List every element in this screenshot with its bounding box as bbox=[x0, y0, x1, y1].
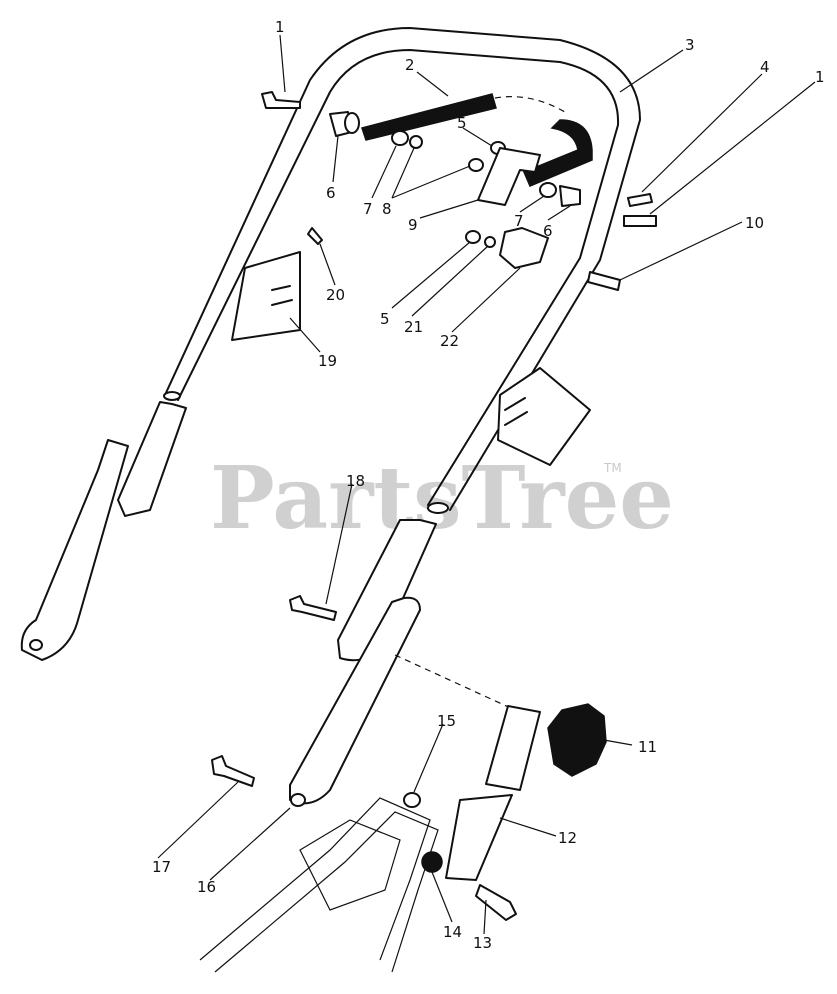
callout-7-right: 7 bbox=[514, 212, 524, 230]
callout-9: 9 bbox=[408, 216, 418, 234]
callout-10: 10 bbox=[745, 214, 764, 232]
upper-handle bbox=[163, 27, 641, 514]
watermark-text: PartsTree bbox=[210, 448, 674, 549]
callout-3: 3 bbox=[685, 36, 695, 54]
callout-7-left: 7 bbox=[363, 200, 373, 218]
callout-2: 2 bbox=[405, 56, 415, 74]
callout-19: 19 bbox=[318, 352, 337, 370]
callout-20: 20 bbox=[326, 286, 345, 304]
callout-5-top: 5 bbox=[457, 114, 467, 132]
callout-18: 18 bbox=[346, 472, 365, 490]
callout-16: 16 bbox=[197, 878, 216, 896]
callout-12: 12 bbox=[558, 829, 577, 847]
callout-1-top: 1 bbox=[275, 18, 285, 36]
callout-14: 14 bbox=[443, 923, 462, 941]
leader-lines bbox=[157, 34, 816, 935]
adjust-hardware bbox=[211, 654, 607, 921]
lower-right-handle bbox=[289, 519, 437, 807]
callout-5-lower: 5 bbox=[380, 310, 390, 328]
lower-left-handle bbox=[20, 401, 187, 661]
callout-11: 11 bbox=[638, 738, 657, 756]
callout-6-left: 6 bbox=[326, 184, 336, 202]
upper-hardware bbox=[261, 91, 657, 291]
callout-13: 13 bbox=[473, 934, 492, 952]
watermark-trademark: TM bbox=[603, 461, 622, 475]
mower-deck bbox=[199, 797, 439, 973]
cable-guides bbox=[231, 251, 591, 466]
callout-22: 22 bbox=[440, 332, 459, 350]
callout-21: 21 bbox=[404, 318, 423, 336]
callout-15: 15 bbox=[437, 712, 456, 730]
callout-6-right: 6 bbox=[543, 222, 553, 240]
callout-8: 8 bbox=[382, 200, 392, 218]
callout-labels: 1 2 3 4 1 5 6 7 8 9 7 6 10 20 19 5 21 22… bbox=[152, 18, 825, 952]
callout-4: 4 bbox=[760, 58, 770, 76]
callout-1-right: 1 bbox=[815, 68, 825, 86]
control-bail bbox=[361, 93, 593, 187]
callout-17: 17 bbox=[152, 858, 171, 876]
